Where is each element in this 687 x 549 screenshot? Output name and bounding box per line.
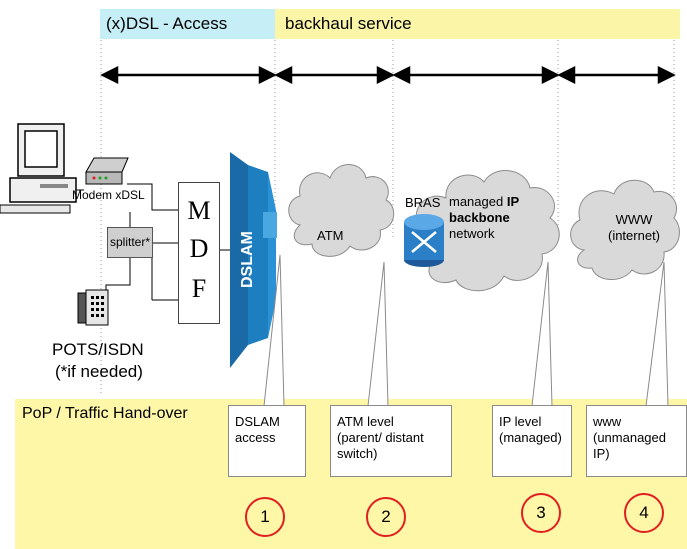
mdf-letter-f: F (191, 274, 207, 303)
mdf-letter-d: D (189, 234, 209, 263)
callout-4-line3: IP) (593, 446, 610, 461)
dslam-icon (230, 152, 277, 368)
callout-1-line1: DSLAM (235, 414, 280, 429)
segment-guides (100, 40, 675, 395)
handover-callout-3: IP level (managed) (492, 405, 572, 477)
backhaul-header: backhaul service (275, 9, 680, 39)
handover-marker-1: 1 (245, 497, 285, 537)
atm-cloud-label: ATM (317, 228, 344, 243)
handover-marker-3: 3 (521, 493, 561, 533)
mdf-frame: M D F (178, 182, 220, 324)
www-cloud-line1: WWW (615, 212, 653, 227)
phone-icon (77, 289, 109, 326)
callout-4-line2: (unmanaged (593, 430, 666, 445)
ip-cloud-bold-ip: IP (506, 194, 520, 209)
handover-marker-4: 4 (624, 493, 664, 533)
www-cloud-line2: (internet) (607, 228, 661, 243)
callout-2-line1: ATM level (337, 414, 394, 429)
handover-callout-1: DSLAM access (228, 405, 306, 477)
handover-callout-2: ATM level (parent/ distant switch) (330, 405, 452, 477)
callout-4-line1: www (593, 414, 622, 429)
callout-2-line3: switch) (337, 446, 378, 461)
callout-1-line2: access (235, 430, 276, 445)
www-cloud-label: WWW (internet) (594, 212, 674, 244)
handover-marker-2: 2 (366, 497, 406, 537)
modem-icon (85, 157, 129, 185)
handover-callout-4: www (unmanaged IP) (586, 405, 687, 477)
router-icon (404, 214, 444, 267)
ip-cloud-suffix: network (449, 226, 495, 241)
www-cloud (570, 179, 680, 280)
handover-title: PoP / Traffic Hand-over (22, 405, 188, 422)
modem-label: Modem xDSL (72, 188, 145, 202)
callout-3-line2: (managed) (499, 430, 562, 445)
access-header: (x)DSL - Access (100, 9, 275, 39)
atm-cloud (288, 164, 395, 257)
pots-note: (*if needed) (55, 362, 143, 381)
callout-2-line2: (parent/ distant (337, 430, 424, 445)
ip-backbone-cloud (410, 170, 560, 292)
ip-cloud-prefix: managed (449, 194, 504, 209)
bras-label: BRAS (405, 195, 441, 210)
dslam-label: DSLAM (239, 231, 256, 288)
ip-cloud-label: managed IP backbone network (449, 194, 549, 242)
callout-1-text: DSLAM access (235, 414, 280, 446)
pots-label: POTS/ISDN (52, 340, 144, 359)
computer-icon (0, 123, 77, 214)
cpe-wiring (73, 183, 232, 301)
span-arrows (100, 65, 676, 85)
callout-3-line1: IP level (499, 414, 542, 429)
callout-2-text: ATM level (parent/ distant switch) (337, 414, 424, 462)
callout-3-text: IP level (managed) (499, 414, 562, 446)
mdf-letter-m: M (187, 196, 211, 225)
splitter-box: splitter* (107, 227, 153, 258)
callout-pointers (263, 254, 669, 407)
ip-cloud-bold-backbone: backbone (449, 210, 510, 225)
callout-4-text: www (unmanaged IP) (593, 414, 666, 462)
